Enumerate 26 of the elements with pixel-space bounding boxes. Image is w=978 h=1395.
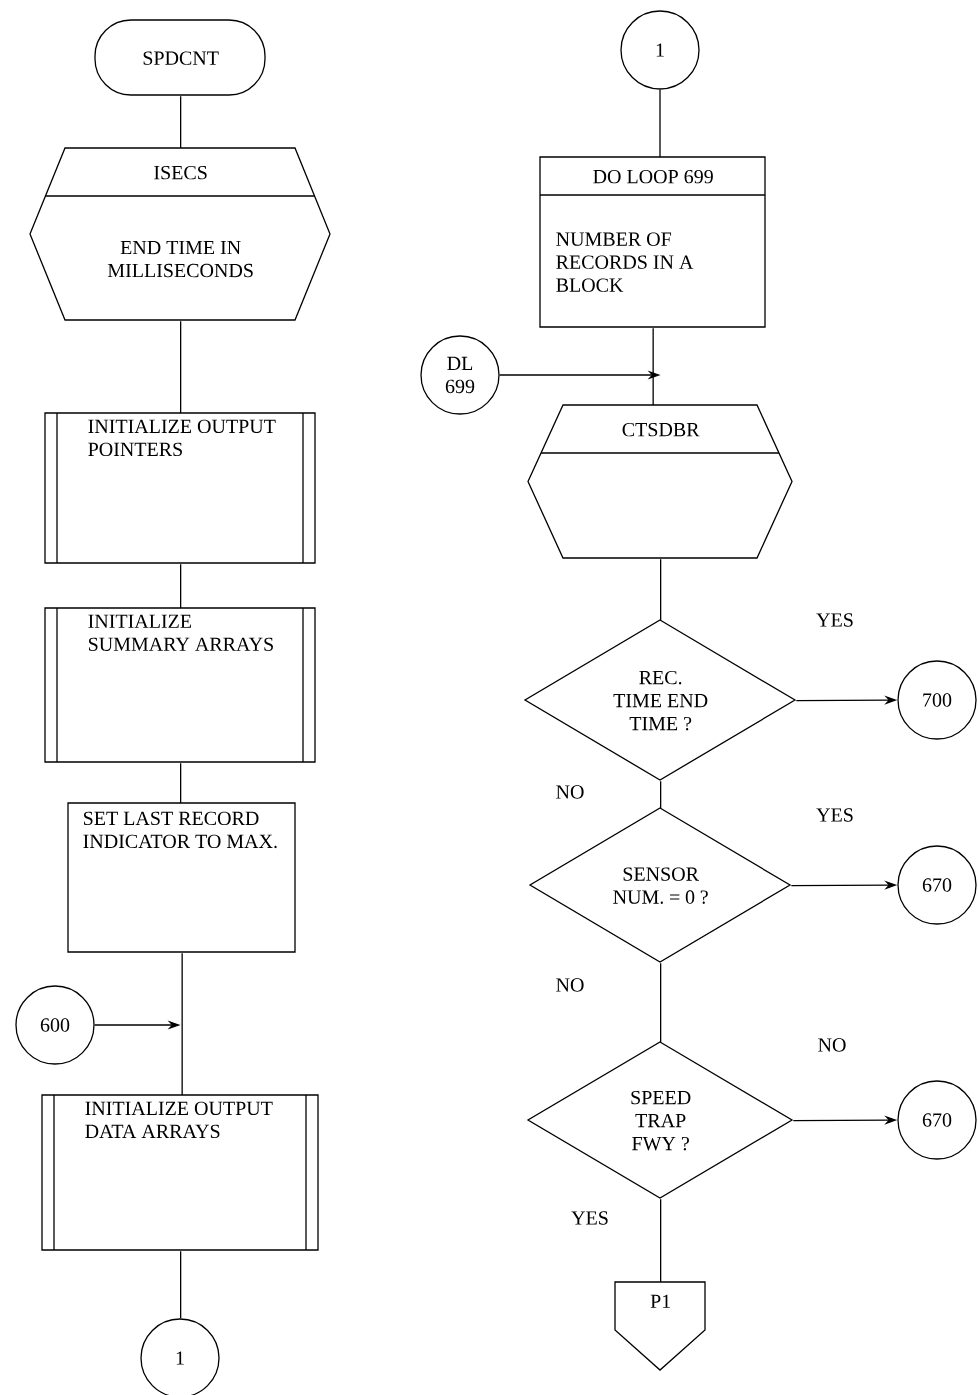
connector-line bbox=[180, 320, 182, 414]
edge-label: NO bbox=[815, 1036, 849, 1054]
connector-line bbox=[659, 89, 661, 158]
edge-label: YES bbox=[814, 611, 856, 629]
loop-box: DO LOOP 699 NUMBER OF RECORDS IN A BLOCK bbox=[539, 156, 766, 328]
connector-line bbox=[660, 558, 662, 621]
predefined-process-box: INITIALIZE OUTPUT DATA ARRAYS bbox=[41, 1094, 319, 1251]
preparation-hexagon: CTSDBR bbox=[527, 404, 793, 559]
off-page-connector: P1 bbox=[614, 1281, 706, 1371]
connector-line bbox=[660, 1198, 662, 1283]
connector-line bbox=[652, 327, 654, 406]
preparation-hexagon: ISECS END TIME IN MILLISECONDS bbox=[29, 147, 331, 321]
predefined-process-box: INITIALIZE SUMMARY ARRAYS bbox=[44, 607, 316, 763]
connector-line bbox=[180, 1250, 182, 1319]
edge-label: YES bbox=[569, 1209, 611, 1227]
connector-line bbox=[180, 762, 182, 804]
connector-line bbox=[180, 563, 182, 609]
connector-line bbox=[660, 780, 662, 809]
process-box: SET LAST RECORD INDICATOR TO MAX. bbox=[67, 802, 296, 953]
edge-label: NO bbox=[553, 976, 587, 994]
predefined-process-box: INITIALIZE OUTPUT POINTERS bbox=[44, 412, 316, 564]
edge-label: NO bbox=[553, 783, 587, 801]
connector-line bbox=[181, 952, 183, 1096]
connector-line bbox=[660, 962, 662, 1043]
edge-label: YES bbox=[814, 806, 856, 824]
connector-line bbox=[180, 95, 182, 149]
